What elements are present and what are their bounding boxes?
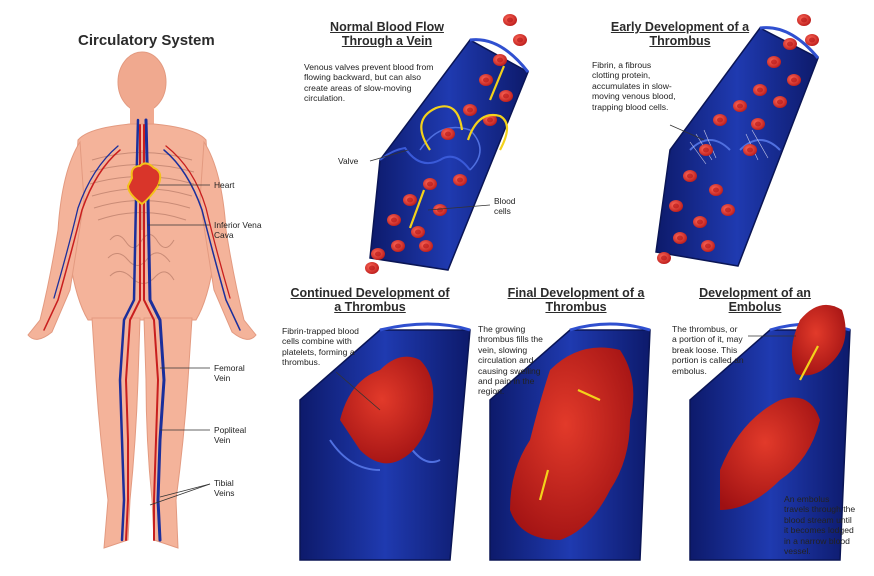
desc-embolus-travel: An embolus travels through the blood str… [784, 494, 856, 557]
title-final-thrombus: Final Development of a Thrombus [507, 286, 645, 314]
body-leader-lines [148, 184, 211, 506]
label-heart: Heart [214, 180, 235, 190]
title-early-thrombus: Early Development of a Thrombus [610, 20, 750, 48]
title-embolus: Development of an Embolus [699, 286, 811, 314]
normal-flow-arrows [408, 65, 509, 229]
heart-organ [126, 162, 162, 206]
desc-continued-thrombus: Fibrin-trapped blood cells combine with … [282, 326, 359, 368]
label-tibial-veins: Tibial Veins [214, 478, 235, 498]
label-blood-cells: Blood cells [494, 196, 516, 216]
label-inferior-vena-cava: Inferior Vena Cava [214, 220, 262, 240]
embolus-clot [791, 304, 846, 376]
desc-normal-flow: Venous valves prevent blood from flowing… [304, 62, 434, 104]
label-femoral-vein: Femoral Vein [214, 363, 245, 383]
title-normal-flow: Normal Blood Flow Through a Vein [330, 20, 444, 48]
panel-final-vein [489, 322, 651, 561]
main-title: Circulatory System [78, 32, 215, 49]
desc-early-thrombus: Fibrin, a fibrous clotting protein, accu… [592, 60, 676, 112]
remaining-thrombus [720, 397, 820, 510]
desc-final-thrombus: The growing thrombus fills the vein, slo… [478, 324, 543, 397]
continued-clot [340, 356, 434, 464]
panel-embolus-vein [689, 304, 851, 561]
desc-embolus: The thrombus, or a portion of it, may br… [672, 324, 744, 376]
panel-early-vein [655, 14, 820, 267]
final-clot [510, 347, 634, 540]
blood-vessels [43, 118, 241, 542]
label-valve: Valve [338, 156, 359, 166]
label-popliteal-vein: Popliteal Vein [214, 425, 247, 445]
title-continued-thrombus: Continued Development of a Thrombus [290, 286, 450, 314]
panel-normal-vein [365, 14, 530, 274]
panel-continued-vein [299, 322, 471, 561]
